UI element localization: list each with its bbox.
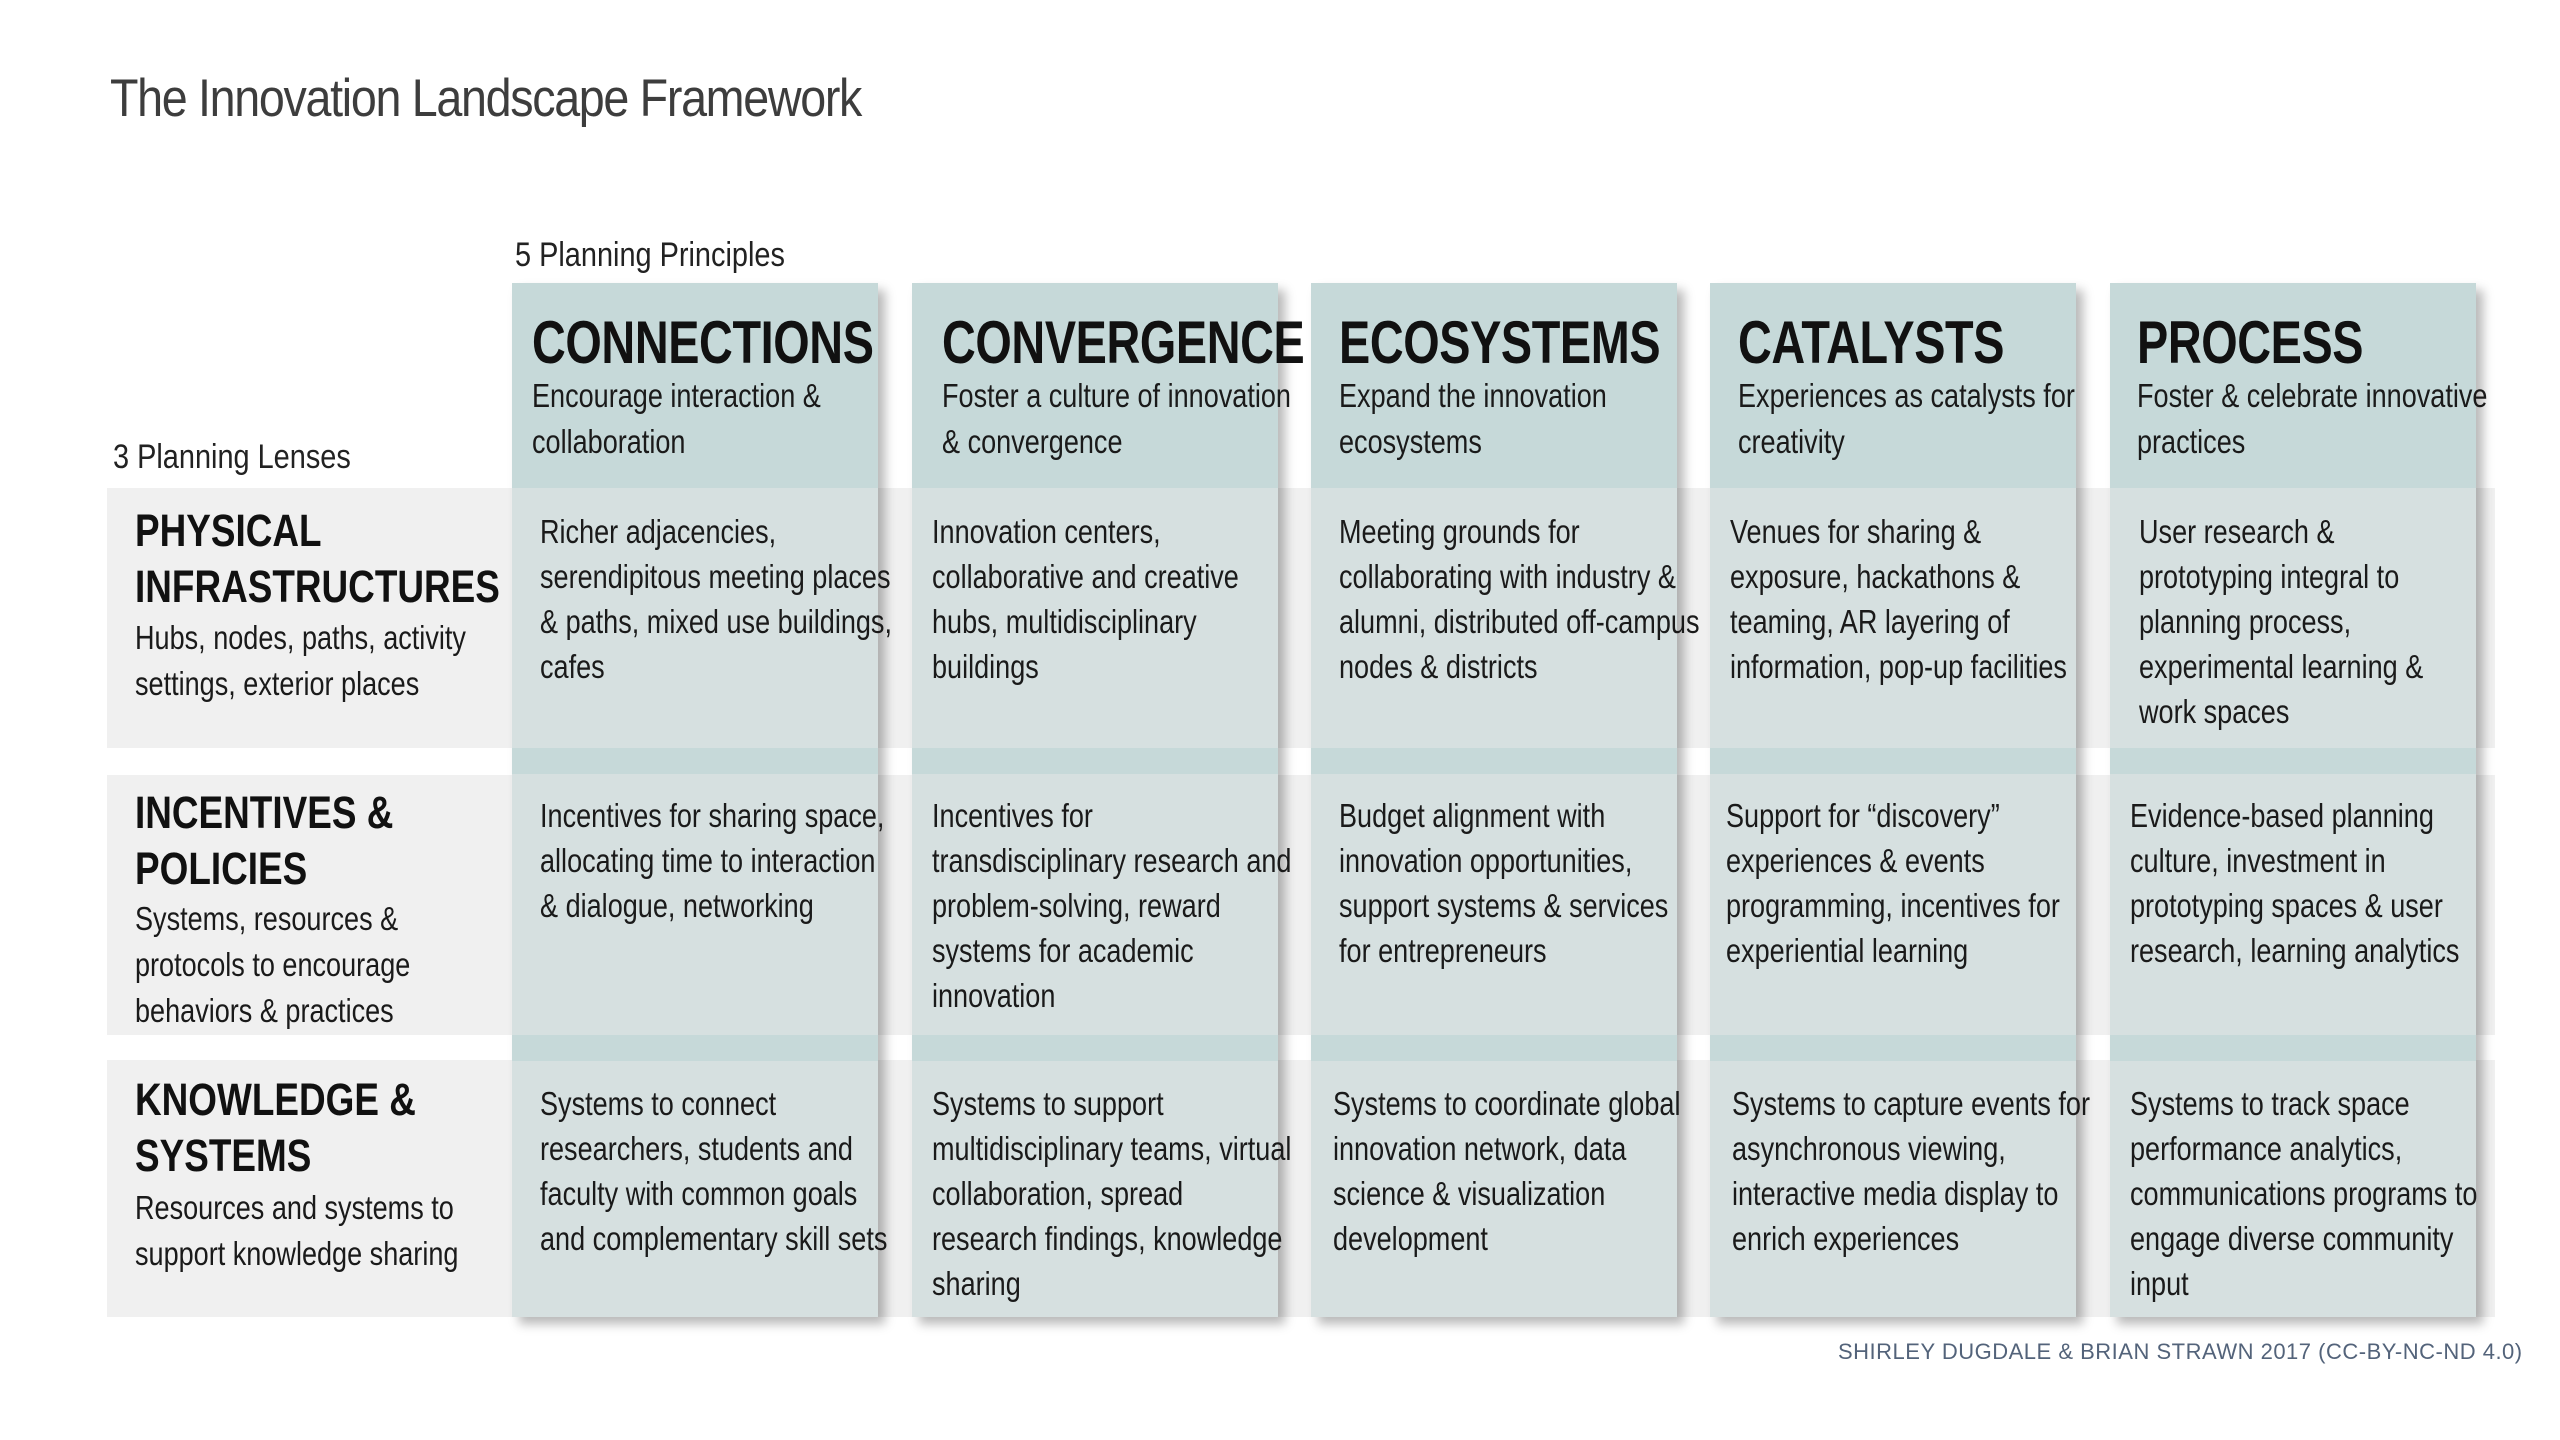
cell-knowledge-catalysts: Systems to capture events for asynchrono… bbox=[1732, 1085, 2090, 1257]
cell-physical-convergence: Innovation centers, collaborative and cr… bbox=[932, 513, 1239, 685]
column-separator bbox=[912, 748, 1278, 774]
column-separator bbox=[2110, 1035, 2476, 1061]
lenses-label: 3 Planning Lenses bbox=[113, 438, 351, 476]
cell-physical-connections: Richer adjacencies, serendipitous meetin… bbox=[540, 513, 892, 685]
cell-incentives-catalysts: Support for “discovery” experiences & ev… bbox=[1726, 797, 2060, 969]
lens-title-incentives: INCENTIVES & POLICIES bbox=[135, 787, 394, 894]
principle-column-connections: CONNECTIONS Encourage interaction & coll… bbox=[512, 283, 892, 1317]
cell-physical-catalysts: Venues for sharing & exposure, hackathon… bbox=[1730, 513, 2067, 685]
credit-line: SHIRLEY DUGDALE & BRIAN STRAWN 2017 (CC-… bbox=[1838, 1339, 2523, 1364]
column-separator bbox=[912, 1035, 1278, 1061]
cell-knowledge-process: Systems to track space performance analy… bbox=[2130, 1085, 2478, 1302]
lens-title-knowledge: KNOWLEDGE & SYSTEMS bbox=[135, 1074, 416, 1181]
principle-column-process: PROCESS Foster & celebrate innovative pr… bbox=[2110, 283, 2487, 1317]
principles-label: 5 Planning Principles bbox=[515, 236, 785, 274]
principle-header bbox=[912, 283, 1278, 488]
cell-incentives-connections: Incentives for sharing space, allocating… bbox=[540, 797, 885, 924]
principle-header bbox=[2110, 283, 2476, 488]
lens-desc-knowledge: Resources and systems to support knowled… bbox=[135, 1189, 459, 1272]
cell-incentives-process: Evidence-based planning culture, investm… bbox=[2130, 797, 2460, 969]
principle-title: PROCESS bbox=[2137, 309, 2364, 376]
lens-desc-incentives: Systems, resources & protocols to encour… bbox=[135, 900, 411, 1029]
column-separator bbox=[1710, 748, 2076, 774]
cell-incentives-ecosystems: Budget alignment with innovation opportu… bbox=[1339, 797, 1669, 969]
cell-knowledge-connections: Systems to connect researchers, students… bbox=[540, 1085, 888, 1257]
principle-subtitle: Foster & celebrate innovative practices bbox=[2137, 377, 2488, 460]
cell-physical-process: User research & prototyping integral to … bbox=[2139, 513, 2424, 730]
column-separator bbox=[1311, 748, 1677, 774]
principle-subtitle: Experiences as catalysts for creativity bbox=[1738, 377, 2075, 460]
principle-header bbox=[512, 283, 878, 488]
column-separator bbox=[1311, 1035, 1677, 1061]
lens-title-physical: PHYSICAL INFRASTRUCTURES bbox=[135, 505, 500, 612]
principle-column-convergence: CONVERGENCE Foster a culture of innovati… bbox=[912, 283, 1305, 1317]
column-separator bbox=[512, 748, 878, 774]
principle-subtitle: Foster a culture of innovation & converg… bbox=[942, 377, 1291, 460]
cell-physical-ecosystems: Meeting grounds for collaborating with i… bbox=[1339, 513, 1700, 685]
principle-title: CONNECTIONS bbox=[532, 309, 874, 376]
principle-title: ECOSYSTEMS bbox=[1339, 309, 1661, 376]
row-band-incentives bbox=[107, 775, 2495, 1035]
principle-subtitle: Encourage interaction & collaboration bbox=[532, 377, 821, 460]
principle-header bbox=[1311, 283, 1677, 488]
principle-title: CONVERGENCE bbox=[942, 309, 1305, 376]
cell-knowledge-ecosystems: Systems to coordinate global innovation … bbox=[1333, 1085, 1681, 1257]
column-separator bbox=[512, 1035, 878, 1061]
row-band-knowledge bbox=[107, 1060, 2495, 1317]
principle-column-ecosystems: ECOSYSTEMS Expand the innovation ecosyst… bbox=[1311, 283, 1699, 1317]
page-title: The Innovation Landscape Framework bbox=[110, 69, 862, 128]
principle-title: CATALYSTS bbox=[1738, 309, 2005, 376]
column-separator bbox=[2110, 748, 2476, 774]
principle-column-catalysts: CATALYSTS Experiences as catalysts for c… bbox=[1710, 283, 2090, 1317]
cell-knowledge-convergence: Systems to support multidisciplinary tea… bbox=[932, 1085, 1292, 1302]
lens-desc-physical: Hubs, nodes, paths, activity settings, e… bbox=[135, 619, 466, 702]
principle-subtitle: Expand the innovation ecosystems bbox=[1339, 377, 1607, 460]
row-band-physical bbox=[107, 488, 2495, 748]
cell-incentives-convergence: Incentives for transdisciplinary researc… bbox=[932, 797, 1292, 1014]
principle-header bbox=[1710, 283, 2076, 488]
column-separator bbox=[1710, 1035, 2076, 1061]
